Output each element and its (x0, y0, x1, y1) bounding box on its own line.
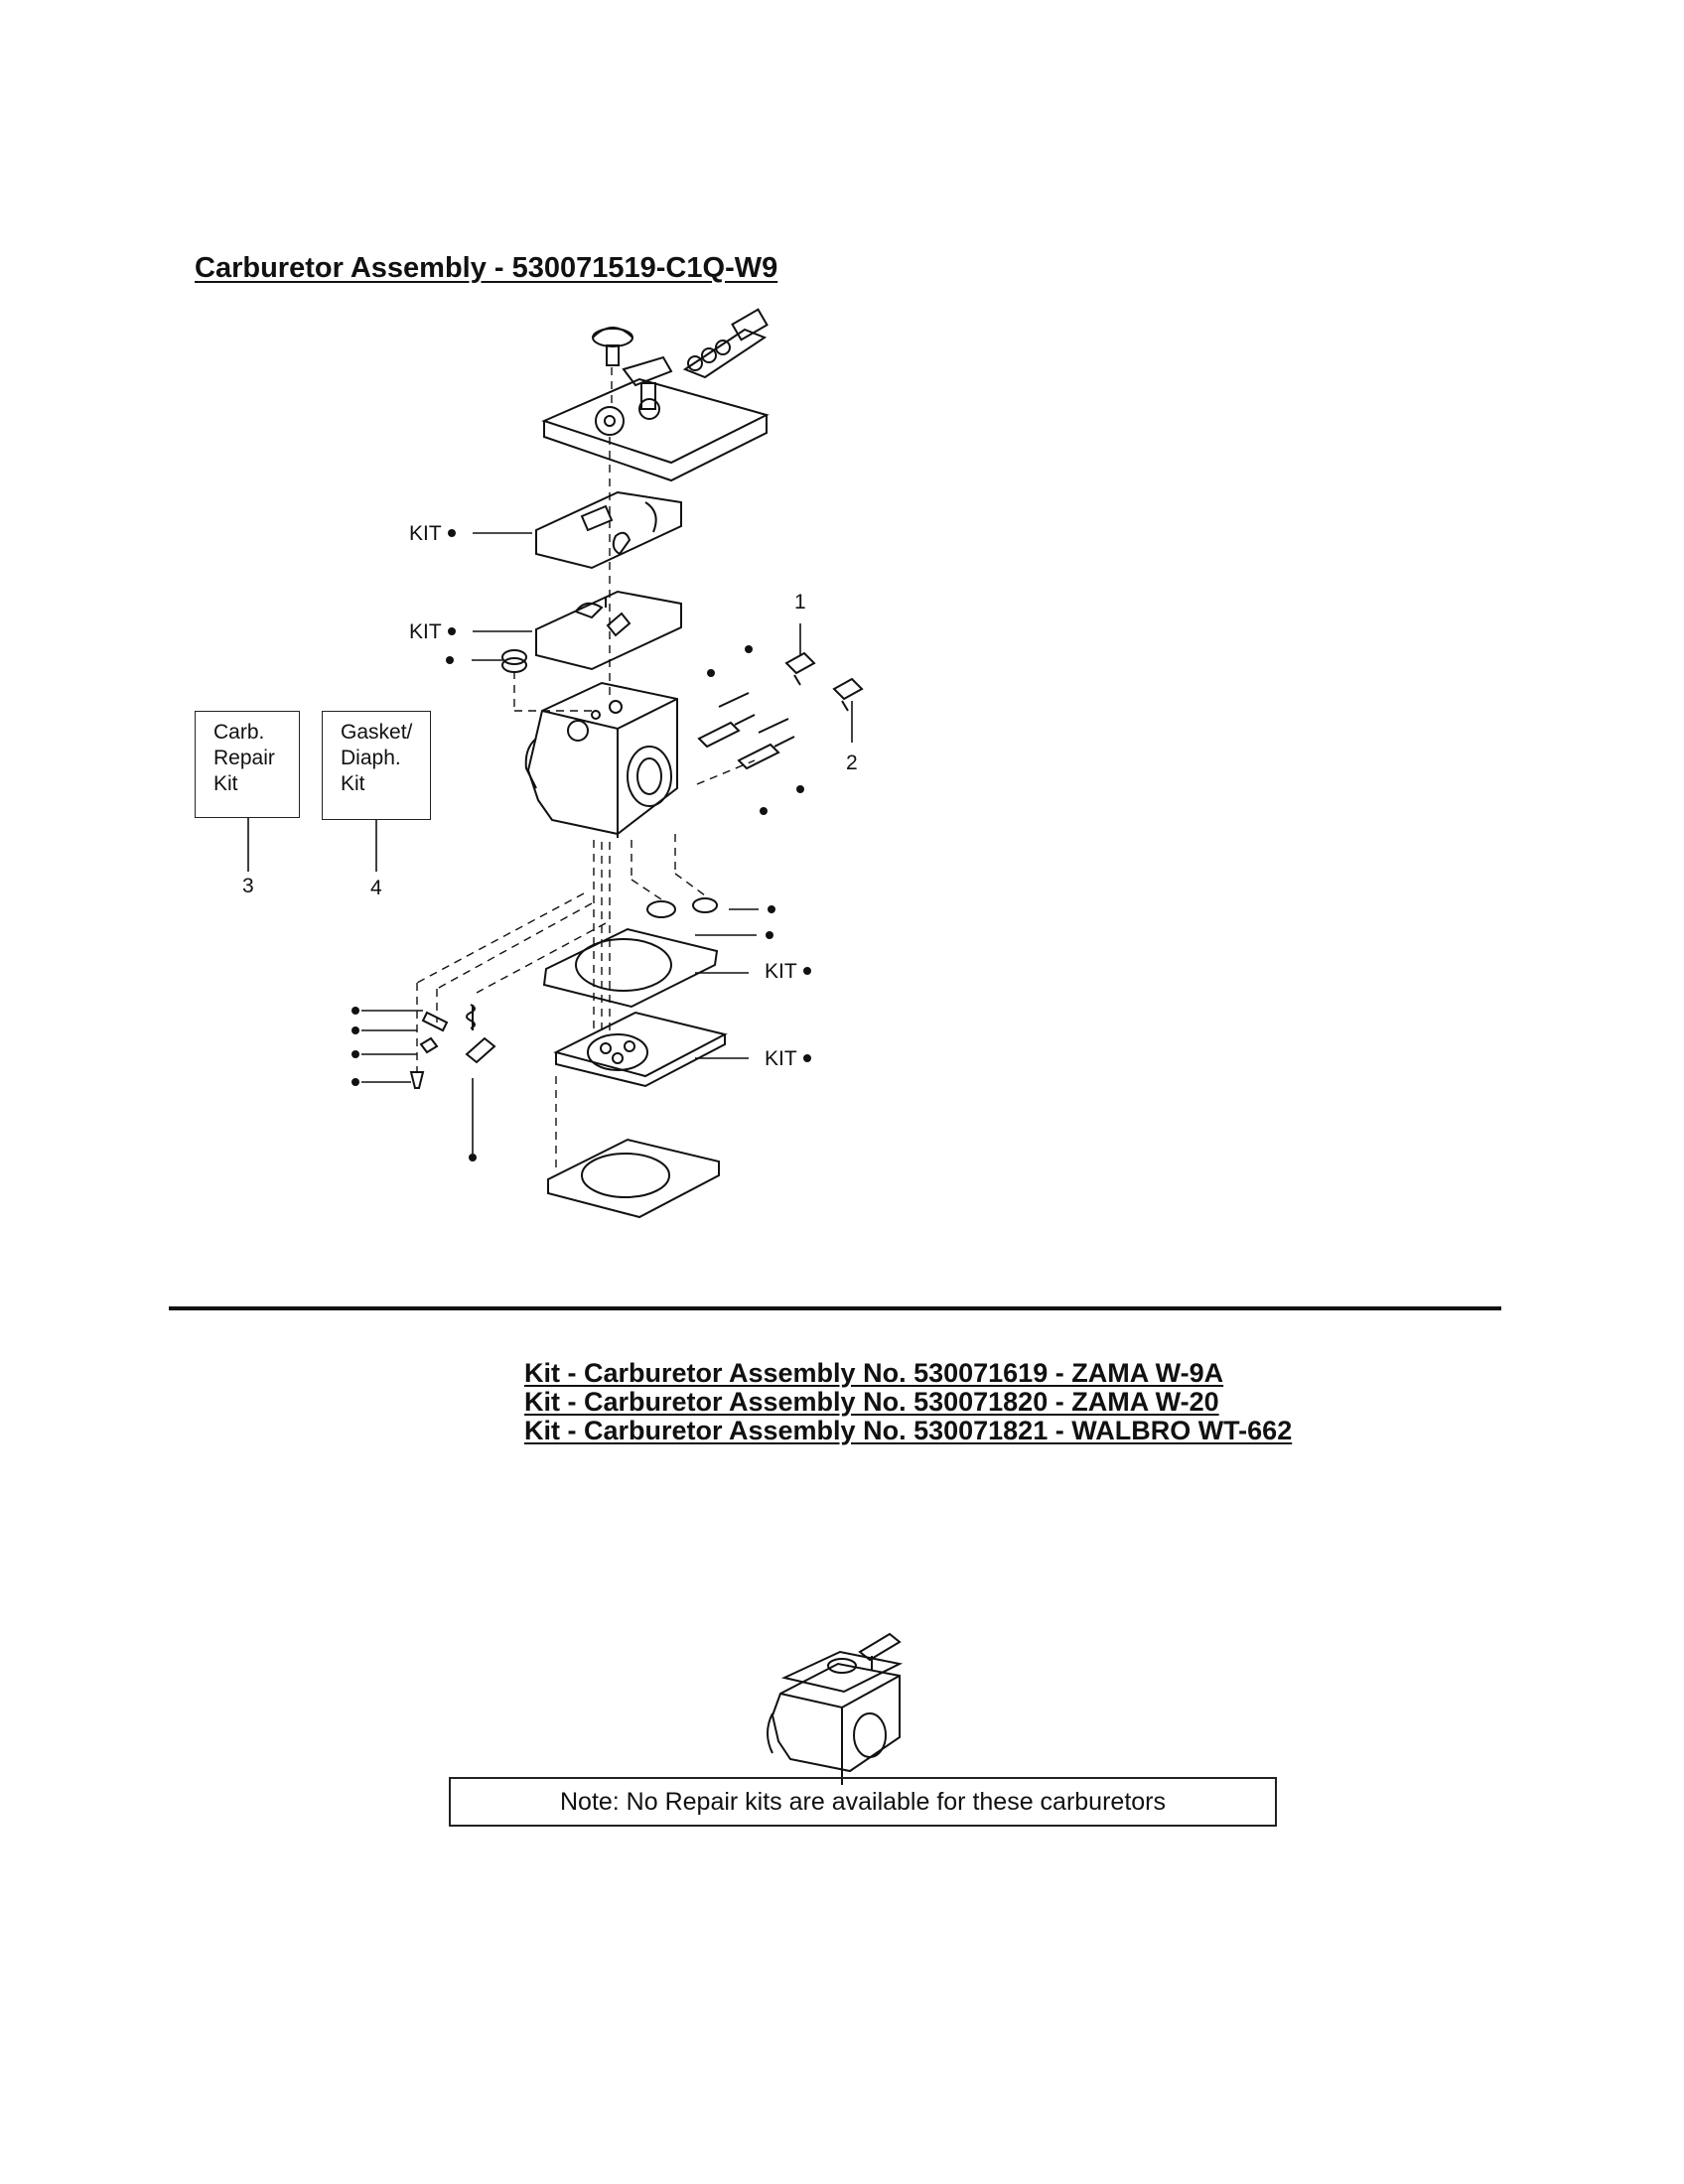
note-box: Note: No Repair kits are available for t… (449, 1777, 1277, 1827)
kit-callout-pump-gasket: KIT (409, 522, 442, 545)
metering-diaphragm-part (553, 1011, 728, 1088)
carb-repair-kit-line: Carb. (213, 721, 265, 744)
kit-assembly-line: Kit - Carburetor Assembly No. 530071821 … (524, 1416, 1293, 1445)
note-text: Note: No Repair kits are available for t… (559, 1787, 1166, 1816)
metering-lever-parts (409, 1004, 496, 1089)
adjusting-needle-part (682, 308, 769, 379)
ref-number-2: 2 (846, 751, 858, 774)
section-divider (169, 1306, 1501, 1310)
mixture-needles-part (697, 692, 795, 770)
gasket-diaph-kit-line: Gasket/ (341, 721, 413, 744)
gasket-diaph-kit-line: Kit (341, 772, 365, 795)
limiter-cap-part-2 (832, 677, 864, 712)
kit-callout-metering-diaphragm: KIT (765, 1047, 797, 1070)
ref-number-1: 1 (794, 591, 806, 614)
limiter-cap-part-1 (784, 651, 816, 686)
page-title: Carburetor Assembly - 530071519-C1Q-W9 (195, 252, 778, 284)
gasket-diaph-kit-line: Diaph. (341, 747, 401, 769)
gasket-diaph-kit-box: Gasket/ Diaph. Kit (322, 711, 431, 820)
metering-cover-part (547, 1138, 720, 1219)
inlet-screen-part (501, 649, 527, 673)
kit-callout-pump-diaphragm: KIT (409, 620, 442, 643)
carburetor-body-part (524, 681, 678, 838)
kit-assembly-line: Kit - Carburetor Assembly No. 530071619 … (524, 1358, 1224, 1388)
ref-number-3: 3 (242, 875, 254, 897)
ref-number-4: 4 (370, 877, 382, 899)
kit-assembly-line: Kit - Carburetor Assembly No. 530071820 … (524, 1387, 1219, 1417)
check-valve-part (646, 897, 718, 918)
carb-repair-kit-line: Repair (213, 747, 275, 769)
pump-gasket-part (535, 490, 682, 570)
carburetor-thumbnail (767, 1632, 904, 1785)
screw-part (592, 327, 633, 366)
metering-gasket-part (542, 927, 719, 1009)
pump-cover-part (541, 355, 770, 482)
kit-callout-metering-gasket: KIT (765, 960, 797, 983)
carb-repair-kit-line: Kit (213, 772, 238, 795)
pump-diaphragm-part (535, 590, 682, 671)
carb-repair-kit-box: Carb. Repair Kit (195, 711, 300, 818)
